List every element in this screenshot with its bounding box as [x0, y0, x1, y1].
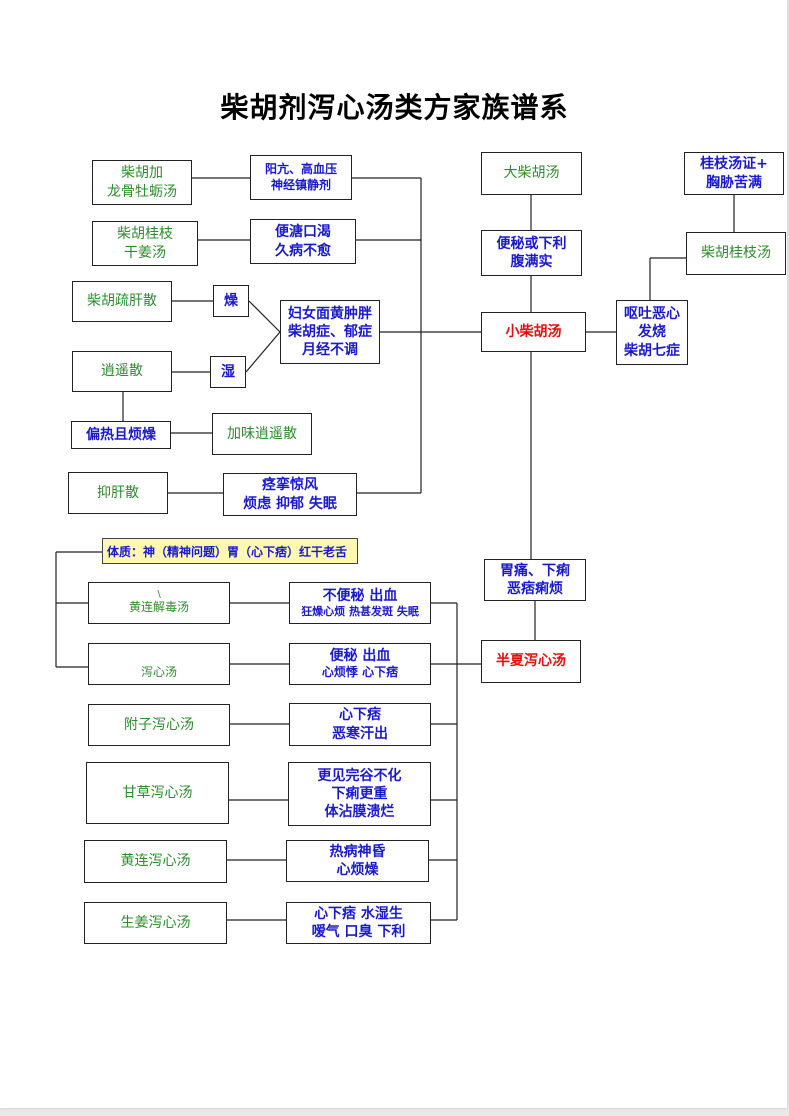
- formula-gancao-xiexin: 甘草泻心汤: [86, 762, 229, 824]
- formula-label: 抑肝散: [97, 484, 139, 501]
- formula-line: 干姜汤: [124, 244, 166, 261]
- formula-label: 黄连泻心汤: [120, 853, 191, 870]
- formula-label: 生姜泻心汤: [120, 914, 191, 931]
- symptom-line: 心烦燥: [336, 862, 379, 878]
- constitution-note: 体质：神（精神问题）胃（心下痞）红干老舌: [102, 538, 358, 564]
- symptom-jingluan: 痉挛惊风 烦虑 抑郁 失眠: [223, 473, 357, 516]
- formula-shengjiang-xiexin: 生姜泻心汤: [84, 902, 227, 944]
- formula-label: 加味逍遥散: [227, 425, 297, 442]
- formula-chaihu-shugan: 柴胡疏肝散: [72, 281, 172, 322]
- symptom-line: 心烦悸 心下痞: [321, 665, 399, 680]
- symptom-line: 便秘或下利: [496, 235, 567, 252]
- symptom-line: 烦虑 抑郁 失眠: [243, 495, 337, 512]
- symptom-yangkang: 阳亢、高血压 神经镇静剂: [250, 155, 352, 200]
- formula-xiaoyao: 逍遥散: [72, 351, 172, 392]
- symptom-line: 不便秘 出血: [322, 587, 398, 604]
- symptom-line: 桂枝汤证+: [700, 156, 768, 173]
- symptom-label: 燥: [224, 292, 238, 309]
- symptom-line: 呕吐恶心: [624, 306, 680, 323]
- formula-label: 甘草泻心汤: [122, 784, 193, 801]
- symptom-line: 恶寒汗出: [332, 725, 388, 742]
- symptom-bubianmi: 不便秘 出血 狂燥心烦 热甚发斑 失眠: [289, 582, 431, 624]
- symptom-label: 湿: [221, 363, 235, 380]
- symptom-zao: 燥: [213, 285, 249, 317]
- symptom-bianmi-xiali: 便秘或下利 腹满实: [481, 230, 582, 276]
- formula-xiao-chaihu: 小柴胡汤: [481, 312, 586, 352]
- formula-label: 泻心汤: [140, 665, 177, 680]
- symptom-line: 胃痛、下痢: [500, 562, 570, 579]
- symptom-line: 便秘 出血: [329, 648, 391, 665]
- symptom-line: 便溏口渴: [275, 224, 331, 241]
- formula-line: 柴胡桂枝: [117, 226, 173, 243]
- symptom-line: 狂燥心烦 热甚发斑 失眠: [301, 604, 419, 618]
- symptom-line: 体沾膜溃烂: [324, 804, 395, 821]
- symptom-line: 心下痞 水湿生: [314, 905, 403, 922]
- symptom-line: 心下痞: [339, 707, 381, 724]
- symptom-label: 偏热且烦燥: [86, 426, 156, 443]
- symptom-line: 柴胡症、郁症: [288, 323, 372, 340]
- page-title: 柴胡剂泻心汤类方家族谱系: [220, 91, 569, 124]
- symptom-line: 下痢更重: [331, 785, 388, 802]
- formula-da-chaihu: 大柴胡汤: [481, 152, 582, 195]
- formula-yigan: 抑肝散: [68, 472, 168, 514]
- symptom-guizhi-zheng: 桂枝汤证+ 胸胁苦满: [684, 152, 784, 195]
- formula-fuzi-xiexin: 附子泻心汤: [88, 704, 230, 746]
- symptom-outu: 呕吐恶心 发烧 柴胡七症: [616, 300, 688, 365]
- symptom-line: 恶痞痢烦: [507, 581, 563, 597]
- symptom-line: 久病不愈: [275, 242, 331, 259]
- symptom-line: 嗳气 口臭 下利: [311, 924, 406, 940]
- formula-banxia-xiexin: 半夏泻心汤: [481, 640, 581, 683]
- formula-jiawei-xiaoyao: 加味逍遥散: [212, 413, 312, 455]
- symptom-line: 痉挛惊风: [262, 477, 318, 494]
- symptom-line: 妇女面黄肿胖: [288, 305, 372, 322]
- symptom-shi: 湿: [210, 356, 246, 388]
- symptom-pianre: 偏热且烦燥: [71, 421, 171, 449]
- formula-label: 半夏泻心汤: [496, 653, 566, 670]
- formula-huanglian-jiedu: \ 黄连解毒汤: [88, 582, 230, 624]
- symptom-line: 月经不调: [302, 342, 358, 359]
- formula-chaihu-guizhi: 柴胡桂枝汤: [686, 232, 786, 275]
- stray-mark: \: [157, 589, 161, 601]
- symptom-line: 神经镇静剂: [270, 177, 331, 192]
- symptom-line: 更见完谷不化: [317, 767, 402, 784]
- symptom-bianxi: 便溏口渴 久病不愈: [250, 219, 356, 264]
- formula-label: 柴胡桂枝汤: [701, 245, 771, 262]
- symptom-weitong: 胃痛、下痢 恶痞痢烦: [484, 559, 586, 601]
- formula-chaihu-guizhi-ganjiang: 柴胡桂枝 干姜汤: [92, 221, 198, 266]
- symptom-shuishi: 心下痞 水湿生 嗳气 口臭 下利: [286, 902, 431, 944]
- formula-chaihu-longgu: 柴胡加 龙骨牡蛎汤: [92, 160, 192, 205]
- formula-label: 大柴胡汤: [503, 165, 560, 182]
- formula-huanglian-xiexin: 黄连泻心汤: [84, 840, 227, 883]
- symptom-line: 柴胡七症: [624, 342, 680, 359]
- formula-label: 黄连解毒汤: [128, 600, 189, 615]
- formula-label: 附子泻心汤: [124, 716, 194, 733]
- formula-label: 小柴胡汤: [505, 323, 562, 340]
- symptom-gengjian: 更见完谷不化 下痢更重 体沾膜溃烂: [288, 762, 431, 826]
- formula-line: 龙骨牡蛎汤: [107, 183, 177, 200]
- symptom-bianmi-chuxue: 便秘 出血 心烦悸 心下痞: [289, 643, 431, 685]
- symptom-xinxiapi: 心下痞 恶寒汗出: [289, 703, 431, 746]
- symptom-line: 阳亢、高血压: [264, 161, 337, 176]
- symptom-line: 胸胁苦满: [706, 174, 762, 191]
- symptom-rebing: 热病神昏 心烦燥: [286, 840, 429, 882]
- symptom-line: 发烧: [638, 324, 666, 341]
- symptom-fuyu: 妇女面黄肿胖 柴胡症、郁症 月经不调: [280, 300, 380, 364]
- symptom-line: 腹满实: [510, 254, 553, 270]
- symptom-line: 热病神昏: [329, 843, 386, 860]
- formula-label: 柴胡疏肝散: [87, 293, 157, 310]
- formula-label: 逍遥散: [101, 363, 143, 380]
- formula-xiexin: 泻心汤: [88, 643, 230, 685]
- formula-line: 柴胡加: [121, 165, 163, 182]
